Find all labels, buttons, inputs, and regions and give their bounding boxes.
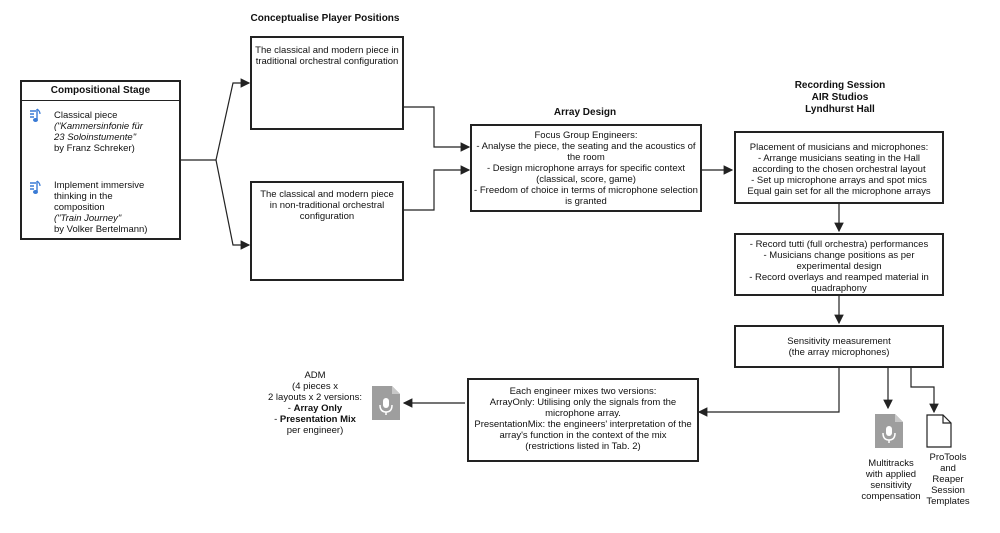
music-note-icon [28, 108, 42, 129]
array-design-text: Focus Group Engineers: - Analyse the pie… [474, 130, 698, 207]
multitracks-text: Multitracks with applied sensitivity com… [861, 458, 921, 502]
placement-text: Placement of musicians and microphones: … [747, 142, 931, 197]
sensitivity-box: Sensitivity measurement (the array micro… [734, 325, 944, 368]
traditional-configuration-box: The classical and modern piece in tradit… [250, 36, 404, 130]
adm-text: ADM (4 pieces x 2 layouts x 2 versions: … [268, 370, 362, 436]
music-note-icon [28, 180, 42, 201]
recording-session-title: Recording Session AIR Studios Lyndhurst … [794, 80, 886, 115]
audio-file-icon [370, 384, 402, 427]
document-icon [926, 414, 952, 453]
array-design-title: Array Design [553, 107, 617, 118]
compositional-stage-box: Compositional Stage Classical piece ("Ka… [20, 80, 181, 240]
audio-file-icon [873, 412, 905, 455]
array-design-box: Focus Group Engineers: - Analyse the pie… [470, 124, 702, 212]
classical-piece-text: Classical piece ("Kammersinfonie für 23 … [54, 110, 143, 154]
record-box: - Record tutti (full orchestra) performa… [734, 233, 944, 296]
immersive-composition-text: Implement immersive thinking in the comp… [54, 180, 148, 235]
non-traditional-configuration-box: The classical and modern piece in non-tr… [250, 181, 404, 281]
mixes-box: Each engineer mixes two versions: ArrayO… [467, 378, 699, 462]
non-traditional-configuration-text: The classical and modern piece in non-tr… [260, 189, 394, 222]
traditional-configuration-text: The classical and modern piece in tradit… [255, 45, 399, 67]
templates-text: ProTools and Reaper Session Templates [926, 452, 970, 507]
player-positions-title: Conceptualise Player Positions [250, 13, 400, 24]
placement-box: Placement of musicians and microphones: … [734, 131, 944, 204]
mixes-text: Each engineer mixes two versions: ArrayO… [474, 386, 692, 452]
sensitivity-text: Sensitivity measurement (the array micro… [787, 336, 891, 358]
compositional-stage-title: Compositional Stage [22, 82, 179, 101]
record-text: - Record tutti (full orchestra) performa… [749, 239, 929, 294]
